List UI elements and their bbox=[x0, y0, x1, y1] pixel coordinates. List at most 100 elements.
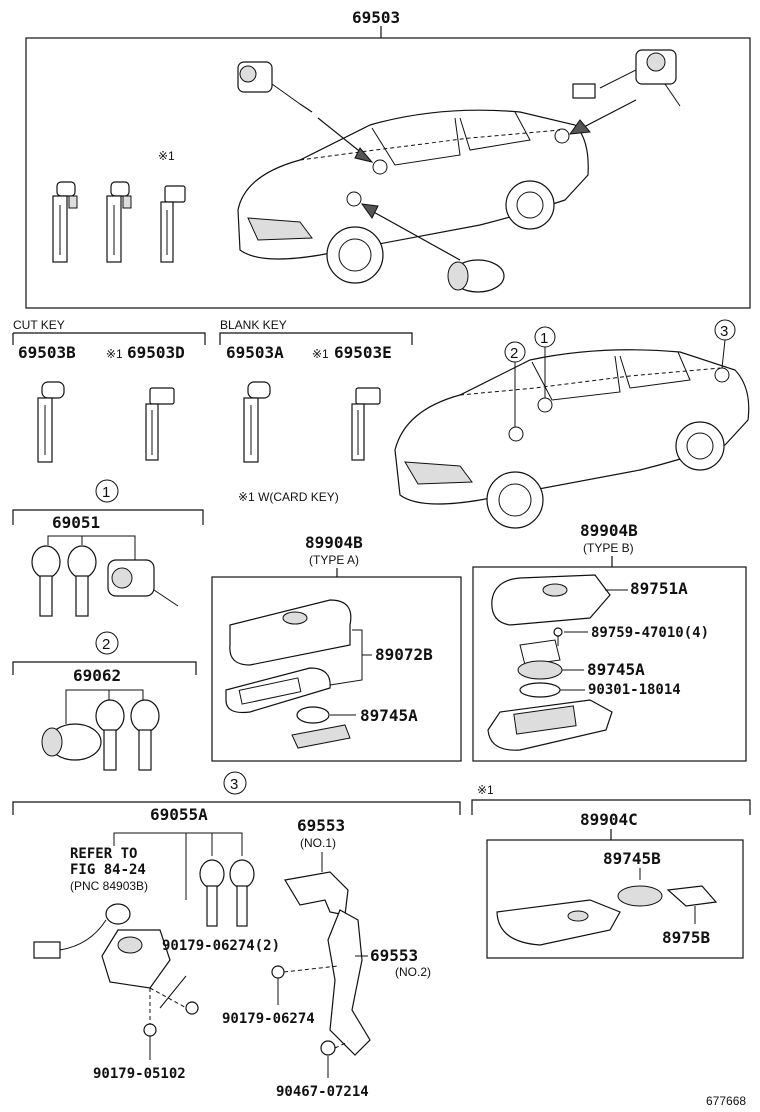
callout-1 bbox=[95, 479, 119, 503]
bracket-69062 bbox=[12, 661, 197, 675]
cut-key-heading: CUT KEY bbox=[13, 318, 65, 332]
part-89745A-typeA: 89745A bbox=[360, 706, 418, 725]
callout-2 bbox=[95, 631, 119, 655]
key-69062-a bbox=[95, 699, 125, 771]
refer-to-line-2: FIG 84-24 bbox=[70, 862, 146, 878]
part-69553-no2: 69553 bbox=[370, 946, 418, 965]
part-69553-no1: 69553 bbox=[297, 816, 345, 835]
group-3-connector bbox=[33, 903, 131, 959]
mark-1-cut: ※1 bbox=[106, 347, 123, 361]
mark-1-blank: ※1 bbox=[312, 347, 329, 361]
card-key-note: ※1 W(CARD KEY) bbox=[238, 490, 339, 504]
bracket-card-key bbox=[471, 799, 751, 815]
part-69503D: 69503D bbox=[127, 343, 185, 362]
bracket-69051 bbox=[12, 509, 204, 525]
box-card-key bbox=[486, 839, 744, 959]
ignition-cylinder bbox=[447, 259, 505, 293]
arrow-trunk bbox=[577, 99, 637, 131]
key-69503E-illustration bbox=[351, 387, 381, 461]
type-b-base-illustration bbox=[487, 699, 613, 751]
cylinder-69062 bbox=[41, 723, 102, 761]
key-69503A-illustration bbox=[243, 381, 271, 463]
label-69503: 69503 bbox=[352, 8, 400, 27]
box-69503 bbox=[25, 37, 751, 309]
refer-to-line-1: REFER TO bbox=[70, 846, 137, 862]
card-key-plate bbox=[666, 885, 718, 907]
callout-1-text: 1 bbox=[102, 484, 110, 501]
group-3-key-b bbox=[229, 859, 255, 927]
trunk-lock-cylinder bbox=[572, 49, 681, 107]
key-69062-b bbox=[130, 699, 160, 771]
part-69503A: 69503A bbox=[226, 343, 284, 362]
type-b-label: (TYPE B) bbox=[583, 541, 634, 555]
part-69062: 69062 bbox=[73, 666, 121, 685]
part-8975B: 8975B bbox=[662, 928, 711, 947]
part-89745A-typeB: 89745A bbox=[587, 660, 645, 679]
type-b-ring bbox=[519, 682, 561, 698]
key-illustration-2 bbox=[106, 181, 132, 263]
part-90179-06274-2: 90179-06274(2) bbox=[162, 938, 280, 954]
callout-3 bbox=[223, 771, 247, 795]
part-69051: 69051 bbox=[52, 513, 100, 532]
key-69503B-illustration bbox=[37, 381, 65, 463]
type-b-battery bbox=[517, 660, 563, 680]
arrow-ignition bbox=[369, 209, 461, 261]
group-3-bolt-a bbox=[185, 1001, 199, 1015]
callout-3-text: 3 bbox=[230, 776, 238, 793]
key-illustration-1 bbox=[52, 181, 78, 263]
card-key-tray bbox=[496, 899, 621, 946]
door-lock-cylinder bbox=[237, 61, 313, 113]
bracket-group-3 bbox=[12, 801, 461, 815]
mark-1-top: ※1 bbox=[158, 149, 175, 163]
figure-id: 677668 bbox=[706, 1094, 746, 1108]
key-illustration-3 bbox=[160, 185, 186, 263]
type-a-case-illustration bbox=[225, 599, 352, 749]
box-type-a bbox=[211, 576, 462, 762]
card-key-battery bbox=[617, 885, 663, 907]
cut-key-bracket bbox=[13, 332, 206, 345]
part-69553-no2-sub: (NO.2) bbox=[395, 965, 431, 979]
car-illustration-middle bbox=[394, 349, 750, 529]
callout-3-car-text: 3 bbox=[720, 323, 728, 340]
part-69503E: 69503E bbox=[334, 343, 392, 362]
callout-2-text: 2 bbox=[102, 636, 110, 653]
part-90301-18014: 90301-18014 bbox=[588, 682, 681, 698]
group-3-bolt-b bbox=[143, 1023, 157, 1037]
type-b-plate bbox=[519, 639, 561, 666]
type-b-screw bbox=[553, 627, 563, 646]
part-89904B-typeA: 89904B bbox=[305, 533, 363, 552]
part-89072B: 89072B bbox=[375, 645, 433, 664]
key-69051-a bbox=[31, 545, 61, 617]
mark-1-card: ※1 bbox=[477, 783, 494, 797]
part-69055A: 69055A bbox=[150, 805, 208, 824]
part-69503B: 69503B bbox=[18, 343, 76, 362]
part-90179-06274: 90179-06274 bbox=[222, 1011, 315, 1027]
bracket-no2-illustration bbox=[327, 909, 371, 1056]
callout-2-car-text: 2 bbox=[510, 345, 518, 362]
part-89745B: 89745B bbox=[603, 849, 661, 868]
box-type-b bbox=[472, 566, 747, 762]
key-69051-b bbox=[67, 545, 97, 617]
key-69503D-illustration bbox=[145, 387, 175, 461]
part-90467-07214: 90467-07214 bbox=[276, 1084, 369, 1100]
arrow-trunk-head bbox=[568, 119, 591, 135]
part-89904B-typeB: 89904B bbox=[580, 521, 638, 540]
arrow-door-head bbox=[354, 147, 374, 163]
blank-key-bracket bbox=[219, 332, 413, 345]
part-89751A: 89751A bbox=[630, 579, 688, 598]
part-89904C: 89904C bbox=[580, 810, 638, 829]
part-69553-no1-sub: (NO.1) bbox=[300, 836, 336, 850]
part-89759-47010: 89759-47010(4) bbox=[591, 625, 709, 641]
group-3-nut bbox=[271, 965, 285, 979]
cylinder-69051 bbox=[107, 559, 179, 607]
bracket-no1-illustration bbox=[284, 871, 349, 916]
group-3-lock-housing bbox=[101, 929, 171, 989]
type-a-label: (TYPE A) bbox=[309, 553, 359, 567]
car-illustration-top bbox=[237, 109, 589, 284]
part-90179-05102: 90179-05102 bbox=[93, 1066, 186, 1082]
group-3-bolt-c bbox=[320, 1040, 336, 1056]
type-b-cover-illustration bbox=[491, 574, 611, 626]
callout-1-car-text: 1 bbox=[540, 330, 548, 347]
